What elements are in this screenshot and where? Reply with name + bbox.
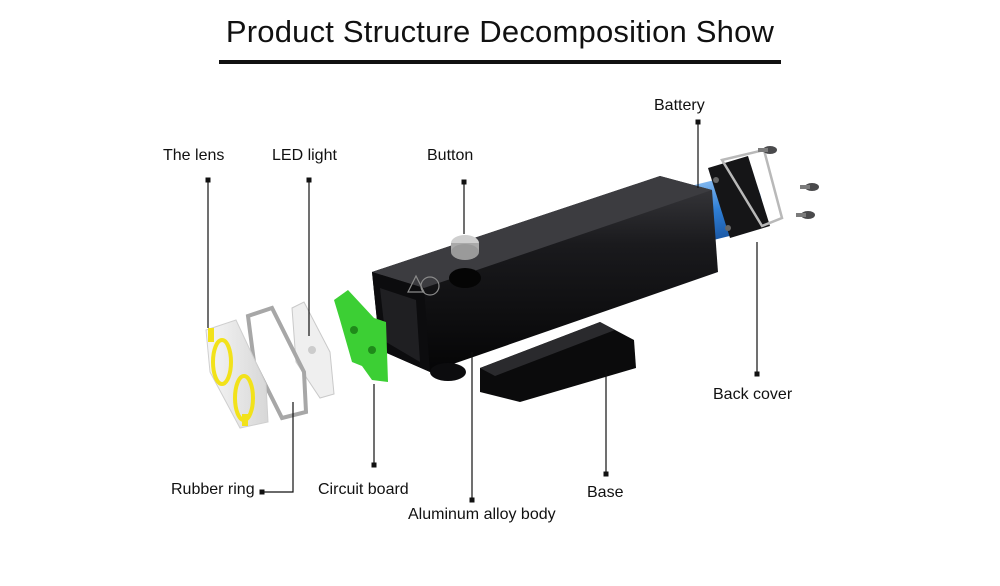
label-back-cover: Back cover — [713, 386, 793, 403]
led-light-part — [291, 301, 335, 399]
label-the-lens: The lens — [163, 147, 225, 164]
title-underline — [219, 60, 781, 64]
label-circuit-board: Circuit board — [318, 481, 409, 498]
lens-part — [205, 319, 269, 429]
label-led-light: LED light — [272, 147, 337, 164]
label-base: Base — [587, 484, 624, 501]
label-rubber-ring: Rubber ring — [171, 481, 255, 498]
screws — [758, 146, 819, 219]
base-part — [480, 322, 636, 402]
page-title: Product Structure Decomposition Show — [225, 14, 775, 49]
label-battery: Battery — [654, 97, 705, 114]
label-button: Button — [427, 147, 474, 164]
label-aluminum-alloy-body: Aluminum alloy body — [408, 506, 556, 523]
circuit-board-part — [334, 290, 388, 382]
leader-lines — [205, 119, 760, 503]
aluminum-body-part — [372, 176, 718, 381]
back-cover-part — [708, 148, 784, 238]
button-part — [449, 235, 481, 288]
